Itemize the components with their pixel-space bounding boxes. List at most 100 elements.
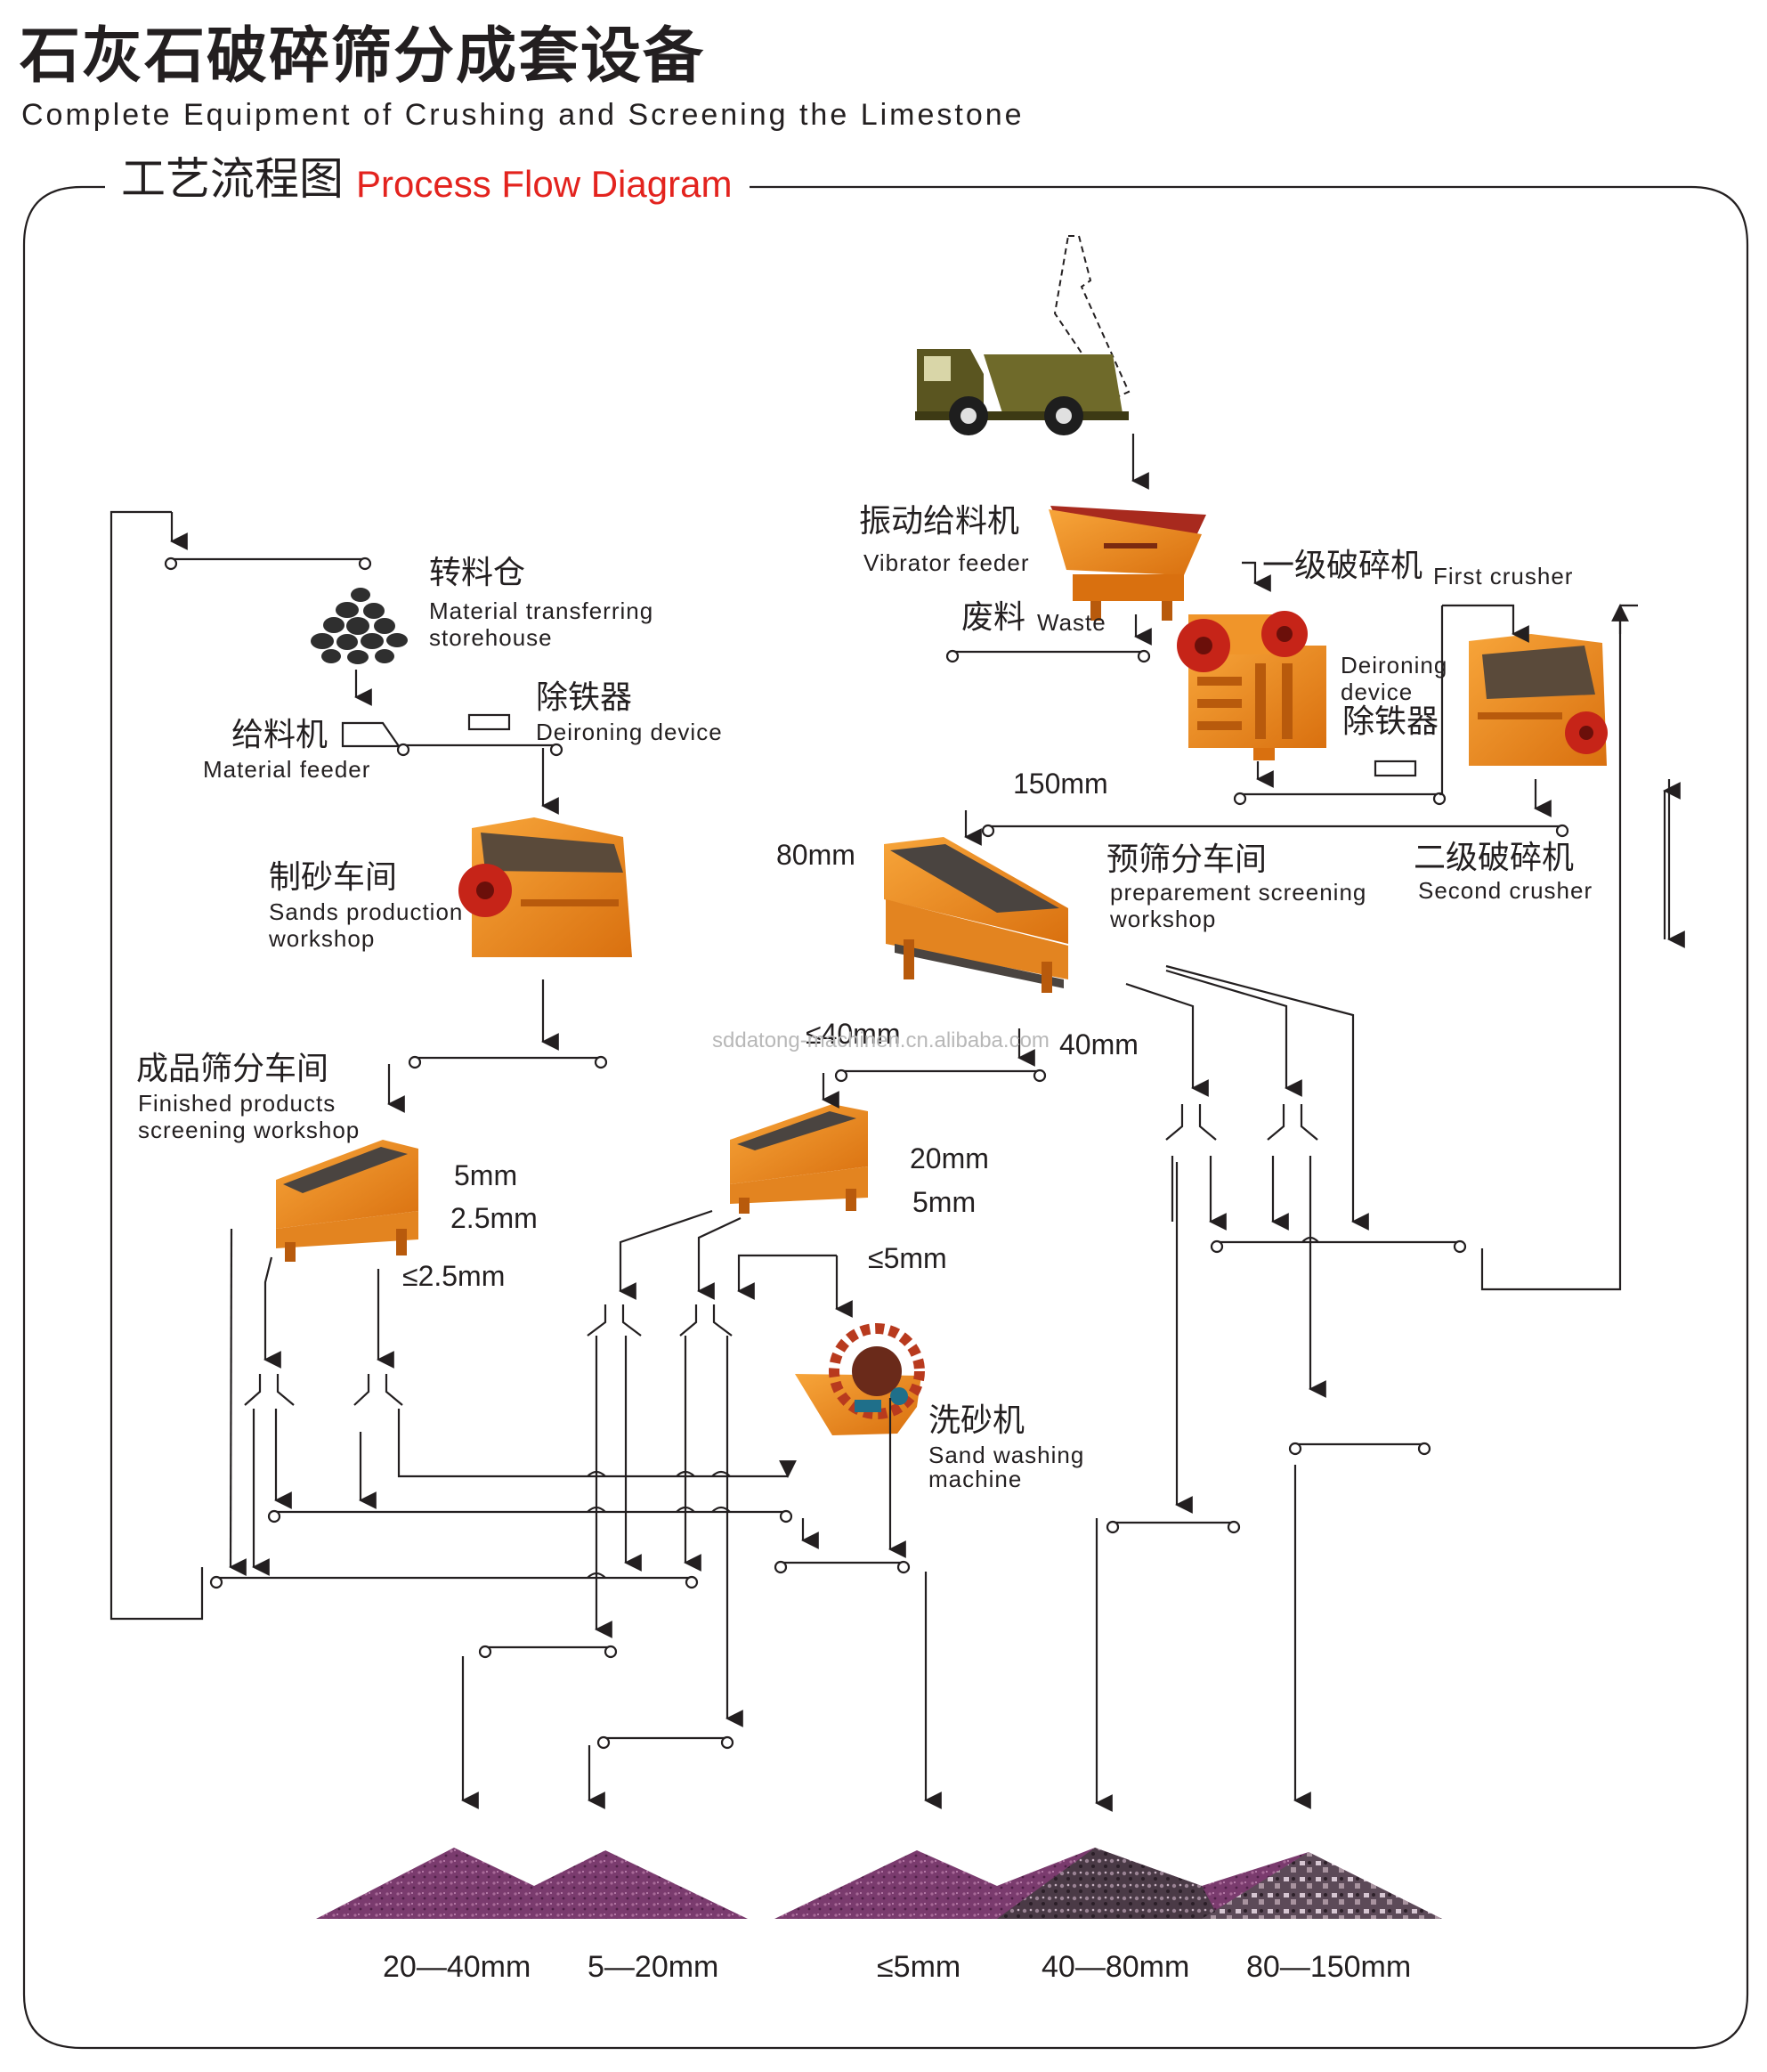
size-150mm: 150mm: [1013, 768, 1108, 800]
product-label-le5: ≤5mm: [877, 1950, 961, 1984]
flow-arrow: [697, 1217, 742, 1300]
label-first-crusher-en: First crusher: [1433, 563, 1574, 589]
label-prescreen-zh: 预筛分车间: [1106, 841, 1268, 878]
label-deironing-right-zh: 除铁器: [1342, 703, 1439, 740]
size-40mm: 40mm: [1059, 1028, 1139, 1060]
watermark: sddatong-machinen.cn.alibaba.com: [712, 1028, 1050, 1052]
conveyor-roller: [1227, 1520, 1241, 1534]
page-subtitle: Complete Equipment of Crushing and Scree…: [21, 98, 1025, 132]
flow-line: [1439, 605, 1444, 796]
label-washer-en2: machine: [928, 1466, 1023, 1492]
product-label-20-40: 20—40mm: [383, 1950, 531, 1984]
flow-arrow: [397, 1409, 797, 1478]
label-sand-workshop-en2: workshop: [269, 925, 376, 952]
conveyor-roller: [594, 1055, 608, 1069]
flow-arrow: [737, 1254, 837, 1300]
label-storehouse-en1: Material transferring: [429, 597, 654, 624]
conveyor-roller: [358, 557, 372, 571]
flow-arrow: [263, 1256, 281, 1369]
conveyor-roller: [1233, 792, 1247, 806]
product-label-80-150: 80—150mm: [1246, 1950, 1412, 1984]
vibrating-screen-icon: [730, 1104, 868, 1214]
label-storehouse-en2: storehouse: [429, 624, 553, 651]
flow-arrow: [1242, 561, 1271, 592]
flow-line: [587, 1506, 731, 1513]
product-label-5-20: 5—20mm: [588, 1950, 719, 1984]
conveyor-roller: [408, 1055, 422, 1069]
label-waste-zh: 废料: [961, 599, 1026, 636]
flow-line: [587, 1572, 606, 1579]
conveyor-roller: [834, 1069, 848, 1083]
conveyor-roller: [596, 1735, 611, 1750]
frame-border: [22, 185, 1749, 2050]
vibrating-screen-icon: [276, 1140, 418, 1262]
size-le2-5mm: ≤2.5mm: [402, 1260, 506, 1292]
magnet-icon: [1374, 760, 1417, 777]
label-sand-workshop-en1: Sands production: [269, 898, 464, 925]
flow-arrow: [1620, 605, 1638, 634]
conveyor-roller: [685, 1575, 699, 1589]
conveyor-roller: [209, 1575, 223, 1589]
stone-pile-icon: [311, 588, 408, 664]
size-2-5mm: 2.5mm: [450, 1202, 538, 1234]
vibrating-screen-icon: [884, 837, 1068, 993]
label-prescreen-en2: workshop: [1110, 906, 1217, 932]
conveyor-roller: [774, 1560, 788, 1574]
conveyor-roller: [981, 824, 995, 838]
conveyor-roller: [396, 743, 410, 757]
flow-arrow: [1171, 1156, 1273, 1222]
label-material-feeder-zh: 给料机: [231, 717, 328, 753]
dump-truck-icon: [915, 235, 1131, 435]
label-washer-zh: 洗砂机: [928, 1402, 1025, 1439]
conveyor-roller: [1106, 1520, 1120, 1534]
size-20mm: 20mm: [910, 1142, 989, 1174]
product-label-40-80: 40—80mm: [1042, 1950, 1190, 1984]
label-finished-en1: Finished products: [138, 1090, 336, 1117]
label-prescreen-en1: preparement screening: [1110, 879, 1367, 906]
magnet-icon: [467, 713, 511, 731]
label-washer-en1: Sand washing: [928, 1442, 1085, 1468]
size-le40mm: ≤40mm: [806, 1018, 901, 1050]
label-finished-zh: 成品筛分车间: [136, 1051, 329, 1087]
conveyor-roller: [1417, 1442, 1431, 1456]
chute-icon: [244, 1104, 1318, 1406]
conveyor-roller: [478, 1645, 492, 1659]
label-sand-workshop-zh: 制砂车间: [269, 859, 398, 896]
conveyor-roller: [267, 1509, 281, 1524]
conveyor-roller: [720, 1735, 734, 1750]
conveyor-roller: [779, 1509, 793, 1524]
conveyor-roller: [164, 557, 178, 571]
size-5mm-a: 5mm: [912, 1186, 977, 1218]
label-deironing-right-en2: device: [1341, 678, 1414, 705]
label-finished-en2: screening workshop: [138, 1117, 361, 1143]
label-waste-en: Waste: [1037, 609, 1106, 636]
section-title-zh: 工艺流程图: [121, 153, 344, 205]
label-material-feeder-en: Material feeder: [203, 756, 371, 783]
flow-arrow: [1165, 964, 1369, 1231]
label-storehouse-zh: 转料仓: [429, 555, 526, 591]
conveyor-roller: [896, 1560, 911, 1574]
stone-pile-icon: [316, 1848, 1442, 1919]
flow-arrow: [1460, 604, 1529, 643]
flow-line: [1480, 605, 1622, 1291]
flow-line: [109, 510, 204, 1621]
flow-arrow: [1165, 969, 1302, 1097]
impact-crusher-icon: [1469, 634, 1608, 766]
conveyor-roller: [1137, 649, 1151, 663]
section-title-en: Process Flow Diagram: [356, 163, 733, 205]
conveyor-roller: [1288, 1442, 1302, 1456]
label-vibrator-feeder-en: Vibrator feeder: [863, 549, 1030, 576]
page-title: 石灰石破碎筛分成套设备: [20, 21, 706, 92]
label-vibrator-feeder-zh: 振动给料机: [859, 503, 1020, 540]
conveyor-roller: [549, 743, 563, 757]
size-80mm: 80mm: [776, 839, 855, 871]
label-deironing-left-en: Deironing device: [536, 719, 723, 745]
size-le5mm: ≤5mm: [868, 1242, 947, 1274]
conveyor-roller: [1453, 1239, 1467, 1254]
sand-washer-icon: [795, 1323, 925, 1435]
flow-line: [587, 1470, 731, 1477]
jaw-crusher-icon: [1177, 611, 1326, 760]
conveyor-roller: [1555, 824, 1569, 838]
